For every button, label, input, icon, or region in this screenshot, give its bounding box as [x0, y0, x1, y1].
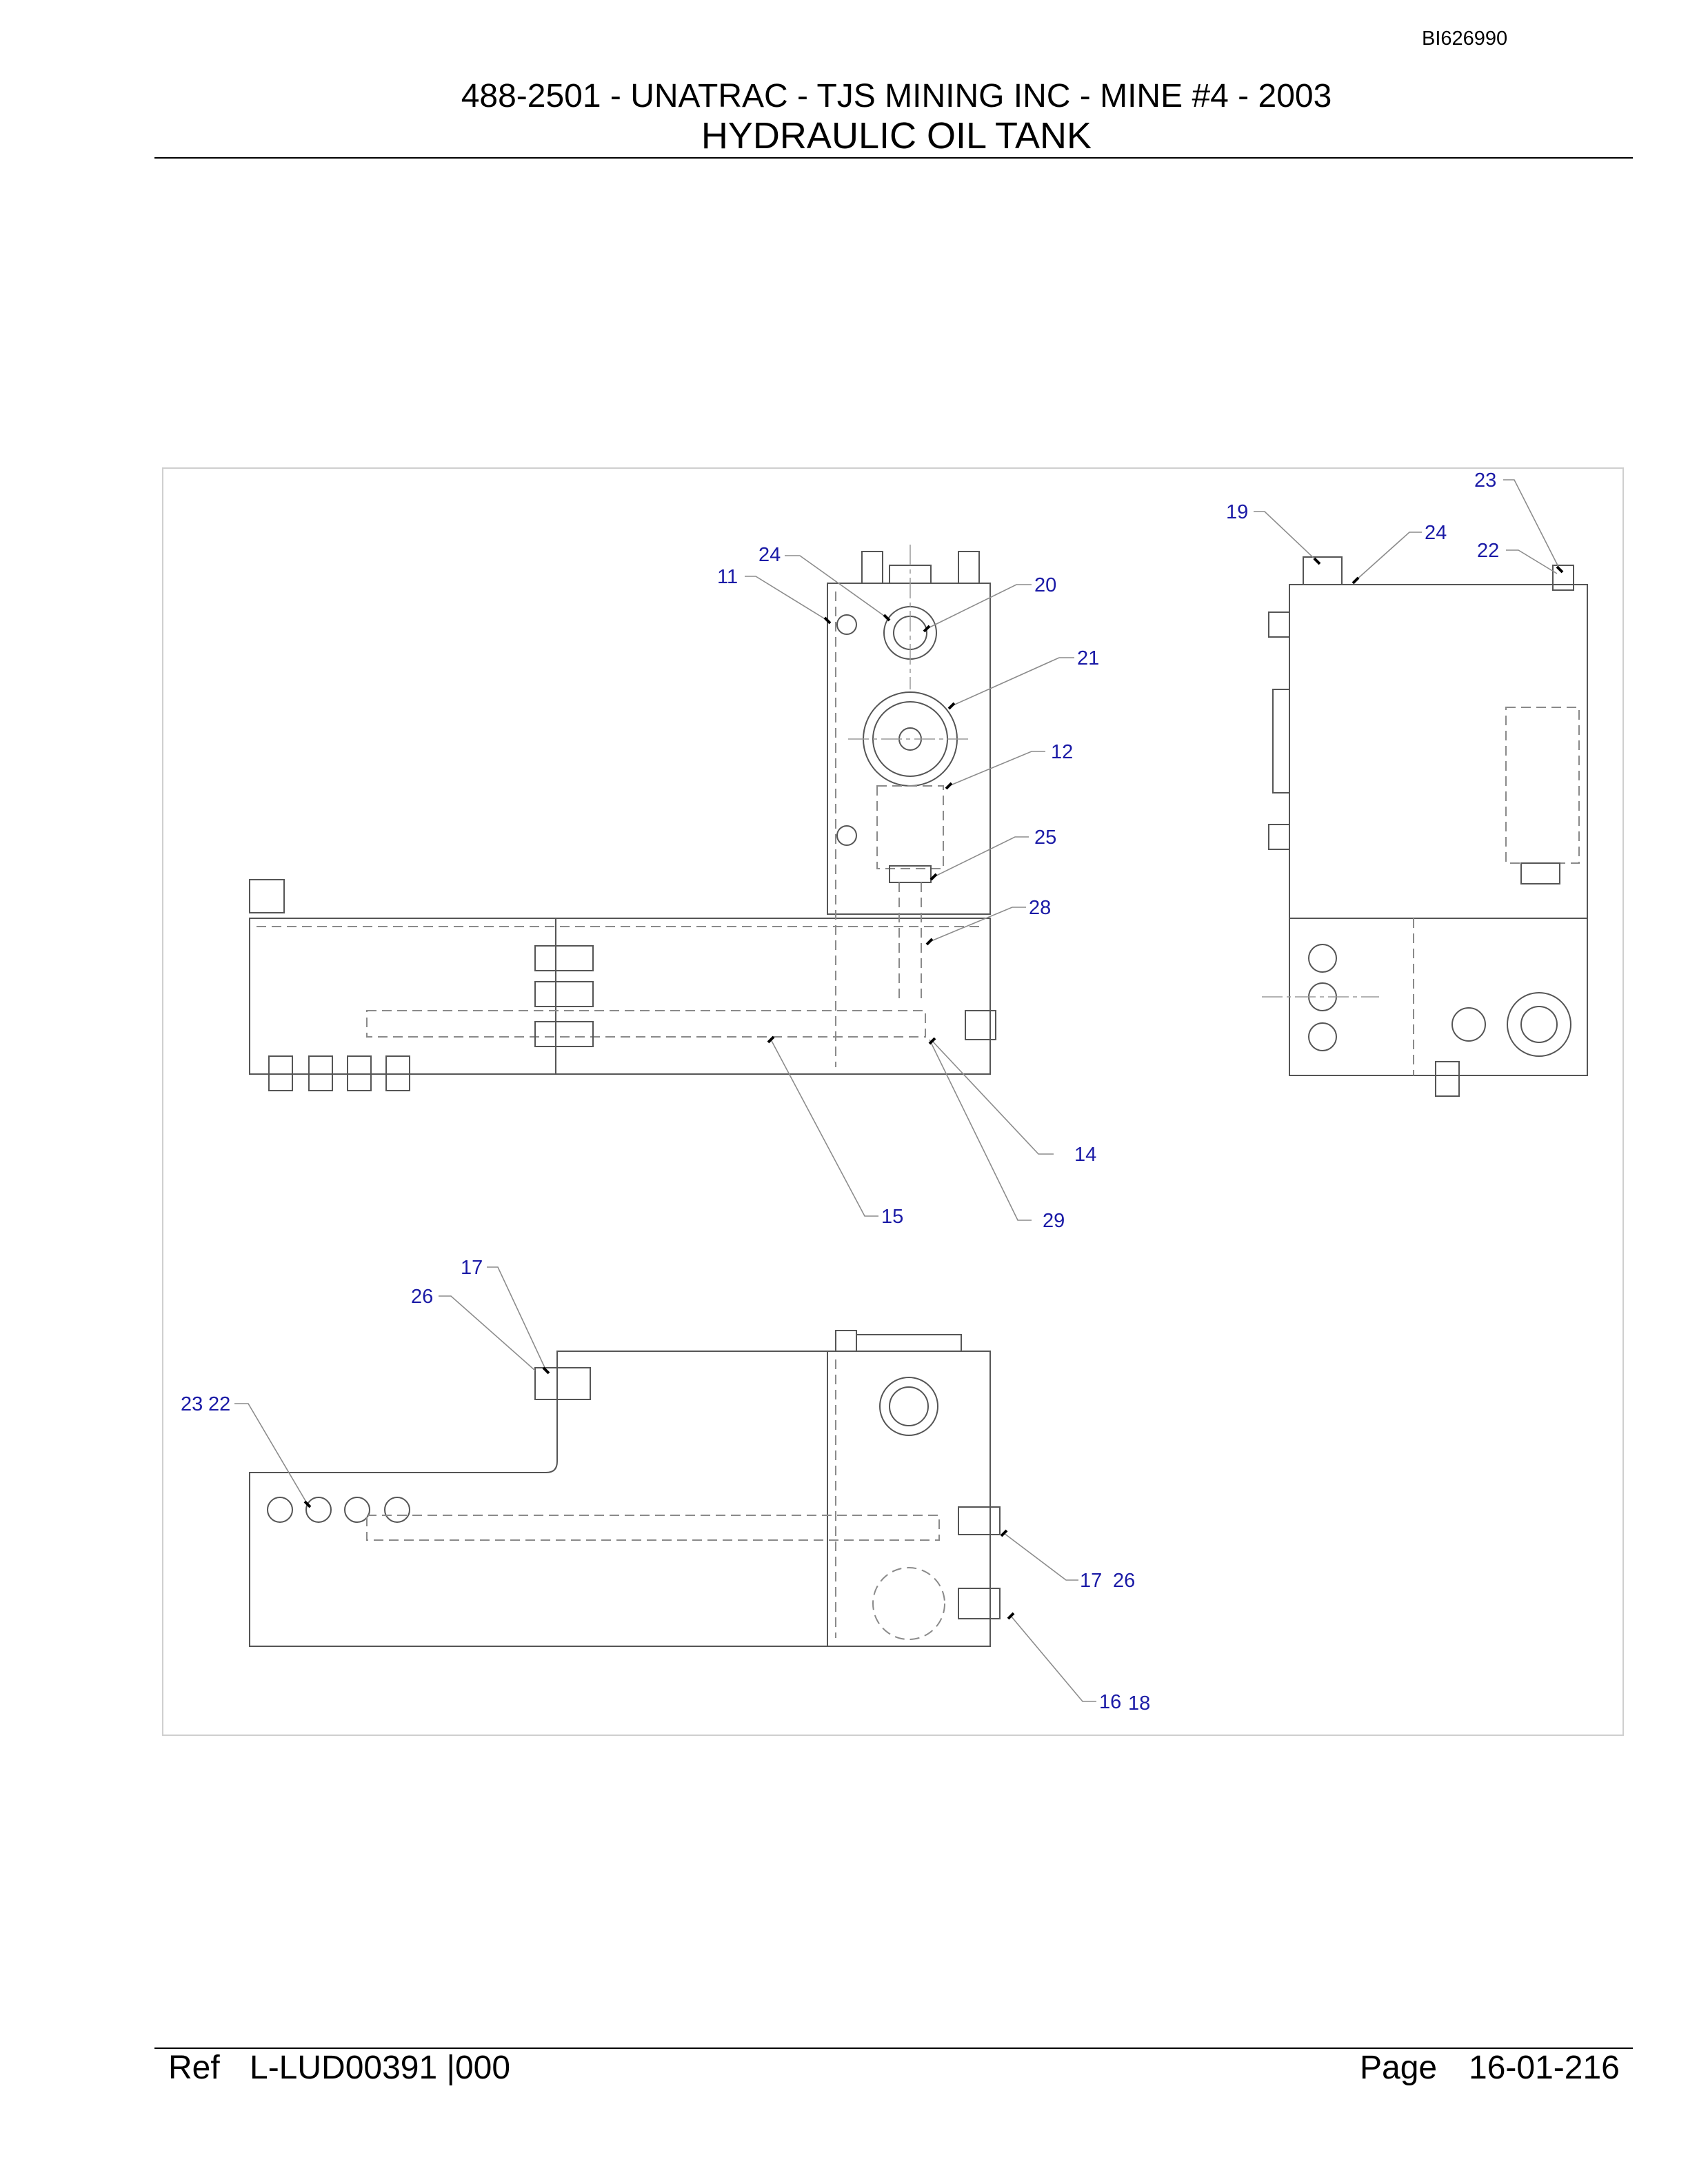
callout-24: 24 [1425, 522, 1447, 544]
callout-12: 12 [1051, 741, 1073, 763]
header-rule [154, 157, 1633, 159]
callout-29: 29 [1043, 1210, 1065, 1232]
callout-26: 26 [411, 1286, 433, 1308]
callout-17: 17 [1080, 1570, 1102, 1592]
callout-28: 28 [1029, 897, 1051, 919]
callout-18: 18 [1128, 1692, 1150, 1715]
callout-20: 20 [1034, 574, 1056, 596]
top-view [249, 545, 996, 1091]
footer-rule [154, 2048, 1633, 2049]
callout-23: 23 [181, 1393, 203, 1415]
callout-22: 22 [208, 1393, 230, 1415]
page-label: Page [1360, 2050, 1438, 2086]
callout-26: 26 [1113, 1570, 1135, 1592]
callout-16: 16 [1099, 1691, 1121, 1713]
callout-17: 17 [461, 1257, 483, 1279]
ref-number: L-LUD00391 |000 [250, 2050, 511, 2086]
document-id: BI626990 [1422, 28, 1508, 50]
callout-24: 24 [758, 544, 781, 566]
callout-19: 19 [1226, 501, 1248, 523]
callout-15: 15 [881, 1206, 903, 1228]
section-title: HYDRAULIC OIL TANK [701, 115, 1092, 156]
callout-labels: 11 24 20 21 12 25 28 14 15 29 19 23 24 2… [181, 469, 1499, 1715]
page-number: 16-01-216 [1469, 2050, 1620, 2086]
drawing-frame [162, 467, 1624, 1736]
side-view [1262, 556, 1588, 1097]
callout-23: 23 [1474, 469, 1496, 492]
callout-14: 14 [1074, 1144, 1096, 1166]
machine-title: 488-2501 - UNATRAC - TJS MINING INC - MI… [461, 78, 1332, 114]
callout-25: 25 [1034, 827, 1056, 849]
callout-21: 21 [1077, 647, 1099, 669]
ref-label: Ref [168, 2050, 220, 2086]
callout-11: 11 [717, 566, 738, 588]
callout-22: 22 [1477, 540, 1499, 562]
leader-lines [234, 479, 1564, 1702]
front-view [249, 1330, 1001, 1647]
